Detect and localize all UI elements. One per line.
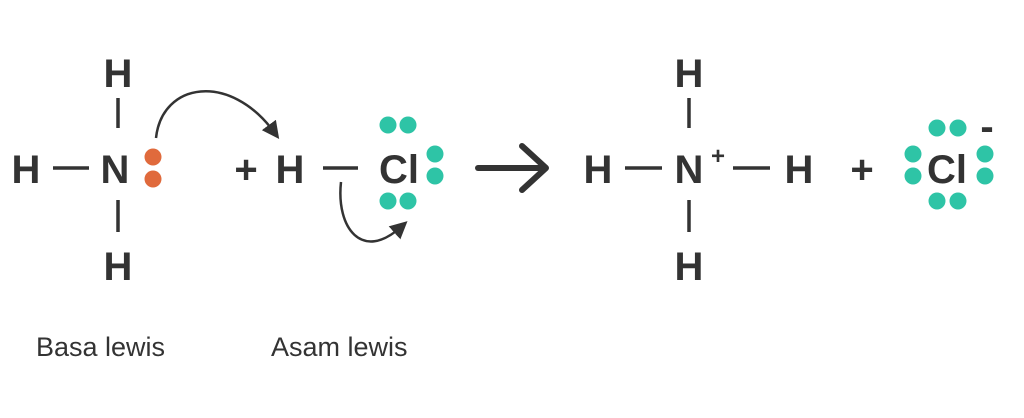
ammonia-h-bottom: H — [104, 245, 133, 289]
ammonium-h-left: H — [584, 148, 613, 192]
lone-pair-electron — [976, 167, 994, 185]
ammonium-ion: H H N + H H — [584, 52, 814, 289]
hcl-molecule: H Cl — [276, 116, 444, 210]
reaction-arrow-head — [519, 143, 549, 193]
curved-arrow-bond-to-cl — [339, 181, 408, 243]
lone-pair-electron — [949, 119, 967, 137]
ammonia-h-top: H — [104, 52, 133, 96]
ammonium-charge: + — [711, 143, 725, 170]
lone-pair-electron — [379, 192, 397, 210]
lone-pair-electron — [949, 192, 967, 210]
chlorine-lone-pairs — [379, 116, 444, 210]
chloride-lone-pairs — [904, 119, 994, 210]
plus-sign-products: + — [850, 148, 873, 192]
plus-sign-reactants: + — [234, 148, 257, 192]
label-lewis-acid: Asam lewis — [271, 332, 408, 362]
hcl-chlorine: Cl — [379, 148, 419, 192]
ammonium-h-bottom: H — [675, 245, 704, 289]
hcl-hydrogen: H — [276, 148, 305, 192]
ammonia-nitrogen: N — [101, 148, 130, 192]
lone-pair-electron — [928, 192, 946, 210]
chloride-charge: - — [980, 105, 993, 149]
nitrogen-lone-pair — [144, 148, 162, 188]
ammonia-h-left: H — [12, 148, 41, 192]
lone-pair-electron — [976, 145, 994, 163]
lone-pair-electron — [426, 145, 444, 163]
lone-pair-electron — [426, 167, 444, 185]
ammonium-h-top: H — [675, 52, 704, 96]
curved-arrow-lone-pair-to-h — [154, 90, 280, 140]
lone-pair-electron — [144, 148, 162, 166]
chloride-symbol: Cl — [927, 148, 967, 192]
chloride-ion: Cl - — [904, 105, 994, 210]
label-lewis-base: Basa lewis — [36, 332, 166, 362]
lone-pair-electron — [928, 119, 946, 137]
ammonium-h-right: H — [785, 148, 814, 192]
ammonia-molecule: H H N H — [12, 52, 162, 289]
reaction-arrow — [475, 143, 549, 193]
ammonium-nitrogen: N — [675, 148, 704, 192]
lone-pair-electron — [399, 192, 417, 210]
lone-pair-electron — [904, 145, 922, 163]
lone-pair-electron — [399, 116, 417, 134]
lone-pair-electron — [904, 167, 922, 185]
lone-pair-electron — [379, 116, 397, 134]
lone-pair-electron — [144, 170, 162, 188]
